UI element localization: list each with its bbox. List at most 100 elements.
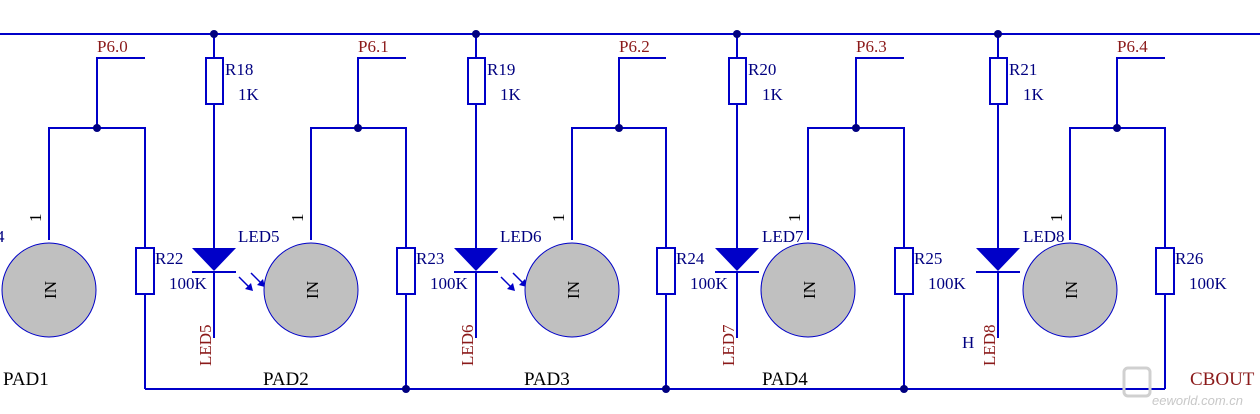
junction-dot [354,124,362,132]
pad-wire [571,127,667,248]
led-symbol [192,248,236,271]
pin-number: 1 [785,214,804,223]
pad-in-label: IN [303,281,322,299]
output-net-label: CBOUT [1190,369,1255,390]
light-arrows-icon [500,272,527,291]
pulldown-resistor [135,247,155,295]
column-2: P6.1 R23 100K 1 IN PAD2 [263,37,469,393]
net-wire [357,57,406,128]
column-5: P6.4 R26 100K 1 IN [1022,37,1228,389]
net-label: P6.4 [1117,37,1148,56]
net-label: P6.0 [97,37,128,56]
junction-dot [900,385,908,393]
resistor-ref: R19 [487,60,515,79]
pad-wire [48,127,146,248]
led-resistor [728,57,747,105]
edge-fragment-label: H [962,333,974,352]
net-label: P6.1 [358,37,389,56]
touch-pad [1,242,97,338]
resistor-value: 100K [169,274,208,293]
junction-dot [662,385,670,393]
net-wire [1116,57,1165,128]
junction-dot [1113,124,1121,132]
led-symbol [454,248,498,271]
resistor-ref: R24 [676,249,705,268]
led-resistor [467,57,486,105]
led-branch-3: R20 1K LED7 LED7 [715,30,804,366]
pad-label: PAD4 [762,369,808,390]
pad-wire [1069,127,1166,248]
net-wire [96,57,145,128]
net-label: P6.2 [619,37,650,56]
led-resistor [989,57,1008,105]
resistor-ref: R18 [225,60,253,79]
junction-dot [210,30,218,38]
resistor-ref: R25 [914,249,942,268]
edge-fragment-label: 4 [0,227,5,246]
column-1: P6.0 R22 100K 1 IN PAD1 [1,37,208,390]
resistor-value: 100K [928,274,967,293]
led-ref: LED8 [1023,227,1065,246]
led-net-label: LED5 [196,324,215,366]
led-net-label: LED8 [980,324,999,366]
pad-in-label: IN [41,281,60,299]
resistor-ref: R26 [1175,249,1203,268]
pad-in-label: IN [1062,281,1081,299]
touch-pad [760,242,856,338]
led-symbol [976,248,1020,271]
touch-pad [524,242,620,338]
resistor-value: 1K [500,85,522,104]
column-3: P6.2 R24 100K 1 IN PAD3 [524,37,729,393]
net-wire [618,57,666,128]
pad-in-label: IN [800,281,819,299]
pad-label: PAD2 [263,369,309,390]
light-arrows-icon [238,272,265,291]
led-ref: LED5 [238,227,280,246]
pulldown-resistor [656,247,676,295]
watermark-logo: eeworld.com.cn [1122,366,1243,408]
junction-dot [615,124,623,132]
junction-dot [733,30,741,38]
resistor-ref: R20 [748,60,776,79]
pad-wire [807,127,905,248]
junction-dot [852,124,860,132]
pin-number: 1 [549,214,568,223]
touch-pad [263,242,359,338]
junction-dot [93,124,101,132]
led-branch-2: R19 1K LED6 LED6 [454,30,542,366]
resistor-ref: R22 [155,249,183,268]
net-wire [855,57,904,128]
led-ref: LED6 [500,227,542,246]
junction-dot [402,385,410,393]
led-net-label: LED6 [458,324,477,366]
resistor-value: 1K [1023,85,1045,104]
pulldown-resistor [396,247,416,295]
led-branch-1: R18 1K LED5 LED5 [192,30,280,366]
pad-label: PAD1 [3,369,49,390]
led-net-label: LED7 [719,324,738,366]
resistor-value: 100K [430,274,469,293]
resistor-ref: R23 [416,249,444,268]
resistor-value: 1K [762,85,784,104]
resistor-value: 1K [238,85,260,104]
led-resistor [205,57,224,105]
resistor-ref: R21 [1009,60,1037,79]
watermark-text: eeworld.com.cn [1152,393,1243,408]
led-branch-4: R21 1K LED8 LED8 H [962,30,1065,366]
pad-wire [310,127,407,248]
led-ref: LED7 [762,227,804,246]
pin-number: 1 [1047,214,1066,223]
junction-dot [472,30,480,38]
led-symbol [715,248,759,271]
junction-dot [994,30,1002,38]
touch-pad [1022,242,1118,338]
pulldown-resistor [894,247,914,295]
column-4: P6.3 R25 100K 1 IN PAD4 [760,37,967,393]
resistor-value: 100K [690,274,729,293]
pin-number: 1 [288,214,307,223]
resistor-value: 100K [1189,274,1228,293]
pad-in-label: IN [564,281,583,299]
net-label: P6.3 [856,37,887,56]
pad-label: PAD3 [524,369,570,390]
